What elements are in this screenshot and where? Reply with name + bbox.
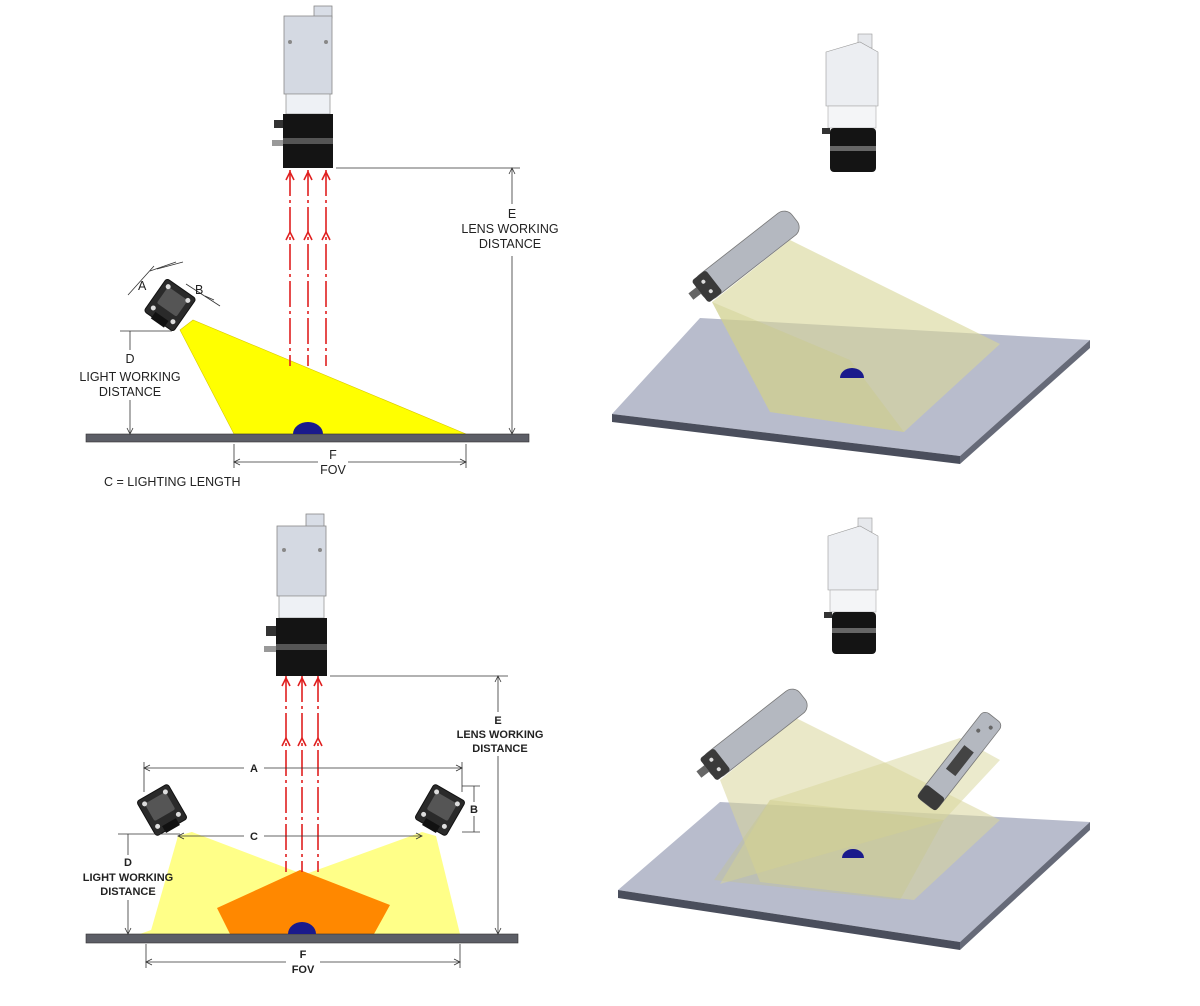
camera <box>264 513 327 676</box>
light-working-distance-line1: LIGHT WORKING <box>83 872 173 884</box>
top-2d-diagram: A B D LIGHT WORKING DISTANCE E LENS WORK… <box>79 5 559 489</box>
light-beam-3d <box>712 240 1000 432</box>
light-bar-3d <box>688 210 800 302</box>
light-working-distance-line1: LIGHT WORKING <box>79 370 180 384</box>
left-light-bar-3d <box>696 688 808 780</box>
label-e: E <box>494 715 501 727</box>
camera <box>272 5 333 168</box>
work-surface <box>85 933 519 944</box>
light-working-distance-line2: DISTANCE <box>99 385 161 399</box>
top-3d-render <box>612 33 1090 464</box>
light-beam <box>179 319 467 435</box>
bottom-2d-diagram: A B C D LIGHT WORKING DISTANCE E LENS WO… <box>83 513 544 976</box>
bottom-3d-render <box>618 517 1090 950</box>
label-f: F <box>300 949 307 961</box>
fov-label: FOV <box>292 964 315 976</box>
target-dome-3d <box>842 849 864 858</box>
lens-working-distance-line1: LENS WORKING <box>457 729 544 741</box>
lighting-length-note: C = LIGHTING LENGTH <box>104 475 240 489</box>
lens-working-distance-line2: DISTANCE <box>479 237 541 251</box>
label-f: F <box>329 448 337 462</box>
label-b: B <box>470 804 478 816</box>
label-b: B <box>195 283 203 297</box>
fov-label: FOV <box>320 463 346 477</box>
lens-working-distance-line2: DISTANCE <box>472 743 527 755</box>
camera-3d <box>824 517 879 654</box>
label-c: C <box>250 831 258 843</box>
work-surface <box>85 433 530 443</box>
target-dome <box>293 422 323 434</box>
overlap-beam <box>217 870 390 934</box>
plate-edge <box>618 890 960 950</box>
right-light-bar-3d <box>917 711 1002 811</box>
plate-edge <box>612 414 960 464</box>
camera-3d <box>822 33 879 172</box>
light-working-distance-line2: DISTANCE <box>100 886 155 898</box>
lens-working-distance-line1: LENS WORKING <box>461 222 558 236</box>
target-dome <box>288 922 316 934</box>
label-e: E <box>508 207 516 221</box>
label-d: D <box>125 352 134 366</box>
label-a: A <box>138 279 147 293</box>
label-a: A <box>250 763 258 775</box>
label-d: D <box>124 857 132 869</box>
right-light-beam-3d <box>720 738 1000 884</box>
target-dome-3d <box>840 368 864 378</box>
